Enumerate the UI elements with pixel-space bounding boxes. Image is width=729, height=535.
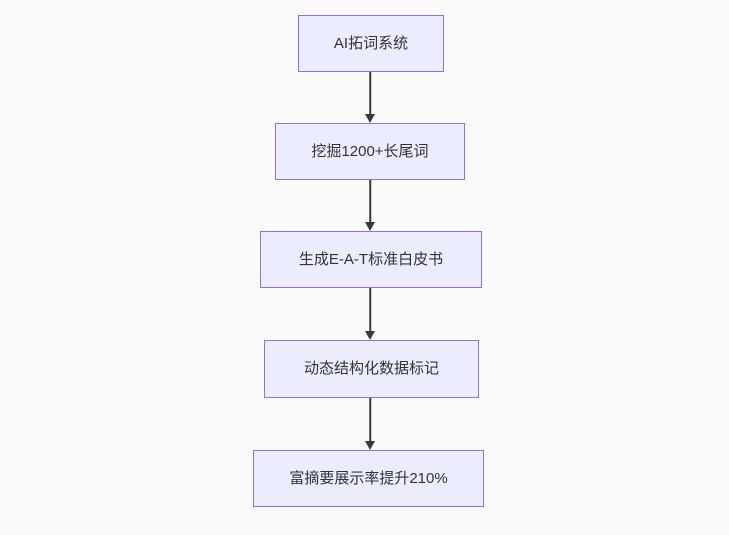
arrow-line — [369, 288, 371, 332]
flow-node-generate-eat-whitepaper: 生成E-A-T标准白皮书 — [260, 231, 482, 288]
arrow-head-icon — [365, 222, 375, 231]
flow-node-label: 生成E-A-T标准白皮书 — [298, 250, 444, 268]
arrow-head-icon — [365, 441, 375, 450]
arrow-line — [369, 398, 371, 442]
arrow-line — [369, 72, 371, 115]
flow-arrow-4 — [362, 398, 378, 450]
flow-node-dynamic-structured-data-markup: 动态结构化数据标记 — [264, 340, 479, 398]
flow-node-label: AI拓词系统 — [333, 34, 409, 52]
flow-arrow-3 — [362, 288, 378, 340]
flow-arrow-1 — [362, 72, 378, 123]
flow-node-label: 挖掘1200+长尾词 — [311, 142, 429, 160]
arrow-head-icon — [365, 331, 375, 340]
flow-node-label: 动态结构化数据标记 — [303, 360, 439, 377]
arrow-head-icon — [365, 114, 375, 123]
flow-node-rich-snippet-rate-increase: 富摘要展示率提升210% — [253, 450, 484, 507]
flow-node-label: 富摘要展示率提升210% — [289, 469, 448, 487]
flow-arrow-2 — [362, 180, 378, 231]
flow-node-ai-word-expansion-system: AI拓词系统 — [298, 15, 444, 72]
arrow-line — [369, 180, 371, 223]
flow-node-mine-longtail-keywords: 挖掘1200+长尾词 — [275, 123, 465, 180]
